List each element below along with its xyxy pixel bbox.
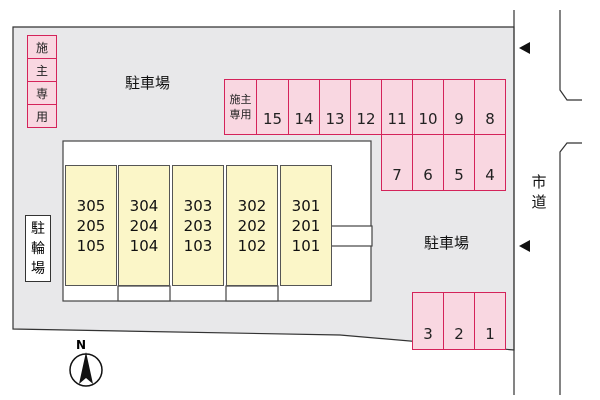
parking-slot-14: 14 <box>288 79 320 135</box>
unit-column-104: 304 204 104 <box>118 165 170 286</box>
entry-arrow-icon <box>519 240 530 252</box>
unit-column-103: 303 203 103 <box>172 165 224 286</box>
parking-slot-9: 9 <box>443 79 475 135</box>
parking-slot-10: 10 <box>412 79 444 135</box>
unit-column-101: 301 201 101 <box>280 165 332 286</box>
parking-slot-7: 7 <box>381 134 413 191</box>
parking-label-top: 駐車場 <box>125 74 171 92</box>
north-label: N <box>76 338 87 352</box>
parking-slot-11: 11 <box>381 79 413 135</box>
parking-slot-8: 8 <box>474 79 506 135</box>
parking-slot-5: 5 <box>443 134 475 191</box>
bicycle-parking: 駐 輪 場 <box>25 215 51 282</box>
parking-label-right: 駐車場 <box>424 234 470 252</box>
parking-slot-15: 15 <box>256 79 289 135</box>
unit-column-105: 305 205 105 <box>65 165 117 286</box>
road-label: 市 道 <box>531 173 547 211</box>
parking-slot-4: 4 <box>474 134 506 191</box>
parking-slot-6: 6 <box>412 134 444 191</box>
unit-column-102: 302 202 102 <box>226 165 278 286</box>
parking-slot-2: 2 <box>443 292 475 350</box>
owner-parking-top: 施主 専用 <box>224 79 257 135</box>
parking-slot-1: 1 <box>474 292 506 350</box>
parking-slot-12: 12 <box>350 79 382 135</box>
parking-slot-13: 13 <box>319 79 351 135</box>
entry-arrow-icon <box>519 42 530 54</box>
parking-slot-3: 3 <box>412 292 444 350</box>
owner-parking-left: 施 主 専 用 <box>27 35 57 128</box>
